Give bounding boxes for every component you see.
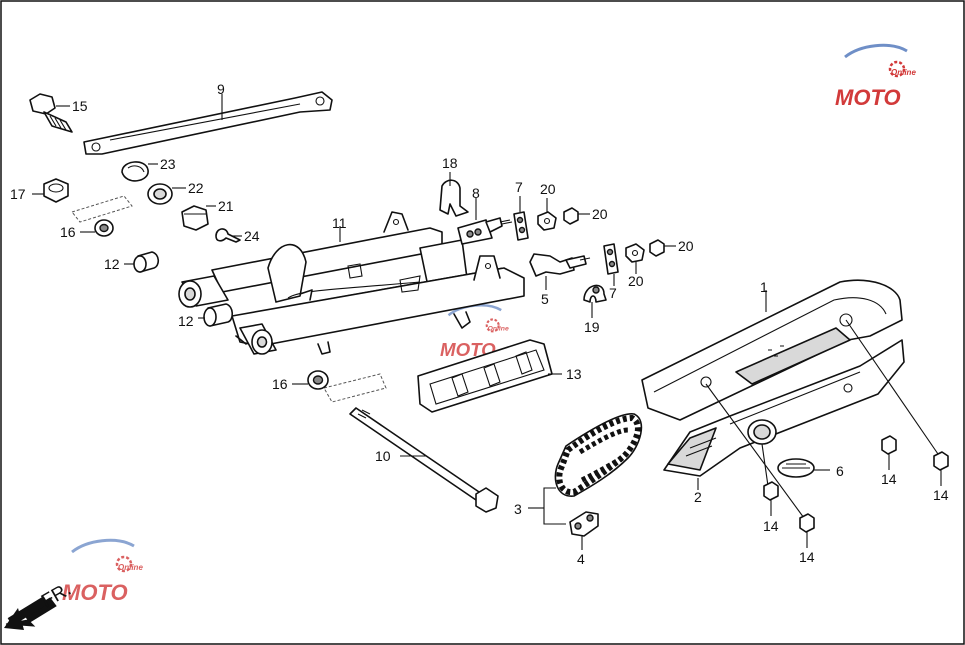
part-20-nut-c <box>625 243 645 274</box>
part-7-plate-lower <box>603 243 619 286</box>
part-22-collar <box>147 183 186 205</box>
callout-14-c: 14 <box>881 471 897 487</box>
part-2-chain-case-lower <box>663 339 905 490</box>
callout-23: 23 <box>160 156 176 172</box>
part-15-bolt <box>29 93 73 133</box>
callout-8: 8 <box>472 185 480 201</box>
part-3-drive-chain <box>554 413 643 497</box>
callout-24: 24 <box>244 228 260 244</box>
callout-14-d: 14 <box>933 487 949 503</box>
part-11-swingarm <box>178 211 525 355</box>
callout-20-a: 20 <box>540 181 556 197</box>
part-20-nut-b <box>563 207 590 225</box>
callout-17: 17 <box>10 186 26 202</box>
callout-19: 19 <box>584 319 600 335</box>
callout-7-upper: 7 <box>515 179 523 195</box>
callout-20-b: 20 <box>592 206 608 222</box>
callout-22: 22 <box>188 180 204 196</box>
watermark-text: MOTO <box>835 85 901 110</box>
part-10-axle <box>349 407 499 513</box>
dashed-axle-guide-lower <box>323 373 387 403</box>
callout-10: 10 <box>375 448 391 464</box>
watermark-text: MOTO <box>62 580 128 605</box>
callout-21: 21 <box>218 198 234 214</box>
callout-14-b: 14 <box>799 549 815 565</box>
watermark-subtext: Online <box>118 563 143 572</box>
part-23-clip <box>121 161 158 182</box>
part-8-chain-adjuster <box>457 198 513 245</box>
callout-4: 4 <box>577 551 585 567</box>
callout-5: 5 <box>541 291 549 307</box>
part-12-bushing-lower <box>198 303 234 327</box>
part-20-nut-a <box>537 198 557 231</box>
callout-18: 18 <box>442 155 458 171</box>
callout-14-a: 14 <box>763 518 779 534</box>
front-direction-arrow <box>4 596 57 630</box>
part-9-stay-bar <box>83 91 333 155</box>
part-24-cotter-pin <box>215 228 242 243</box>
watermark-subtext: Online <box>488 326 509 333</box>
bolt-14-leaders <box>705 319 939 519</box>
callout-20-c: 20 <box>628 273 644 289</box>
callout-11: 11 <box>332 215 347 231</box>
part-6-cap <box>777 458 830 478</box>
part-21-nut <box>181 205 216 231</box>
callout-15: 15 <box>72 98 88 114</box>
watermark-logo-bottom-left: MOTO Online <box>62 538 143 605</box>
watermark-logo-top-right: MOTO Online <box>835 43 916 110</box>
callout-20-d: 20 <box>678 238 694 254</box>
dashed-axle-guide-upper <box>71 195 133 223</box>
part-20-nut-d <box>649 239 676 257</box>
part-14-bolt-b <box>799 513 815 548</box>
callout-12-upper: 12 <box>104 256 120 272</box>
callout-1: 1 <box>760 279 768 295</box>
part-16-washer-upper <box>80 219 114 237</box>
part-7-plate-upper <box>513 196 529 241</box>
callout-12-lower: 12 <box>178 313 194 329</box>
watermark-subtext: Online <box>891 68 916 77</box>
part-18-bracket <box>439 172 469 217</box>
callout-16-lower: 16 <box>272 376 288 392</box>
part-16-washer-lower <box>292 370 329 390</box>
part-17-nut <box>32 178 69 203</box>
part-19-clip <box>583 284 607 318</box>
callout-16-upper: 16 <box>60 224 76 240</box>
part-14-bolt-a <box>763 481 779 516</box>
part-4-master-link <box>569 511 599 550</box>
part-13-chain-slider <box>417 339 562 413</box>
callout-3-bracket <box>528 487 566 525</box>
callout-6: 6 <box>836 463 844 479</box>
callout-3: 3 <box>514 501 522 517</box>
part-5-chain-adjuster <box>529 253 591 290</box>
callout-labels: 1 2 3 4 5 6 7 7 8 9 10 11 12 12 13 14 14… <box>10 81 949 567</box>
callout-7-lower: 7 <box>609 285 617 301</box>
callout-2: 2 <box>694 489 702 505</box>
part-14-bolt-d <box>933 451 949 486</box>
callout-9: 9 <box>217 81 225 97</box>
part-12-bushing-upper <box>124 251 160 273</box>
callout-13: 13 <box>566 366 582 382</box>
part-14-bolt-c <box>881 435 897 470</box>
